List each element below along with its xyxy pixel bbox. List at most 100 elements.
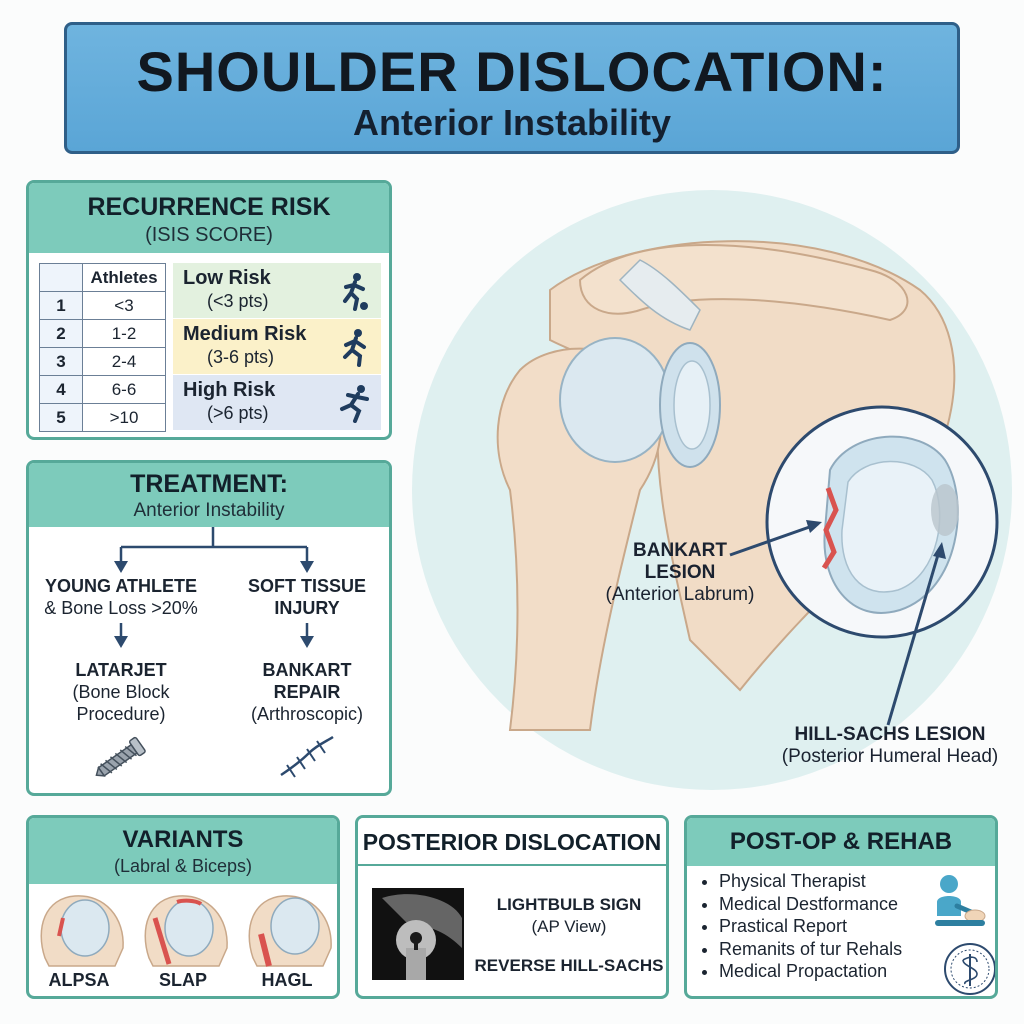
variant-label-hagl: HAGL [261,970,313,990]
repair-label: REPAIR [273,682,341,702]
postop-list: Physical Therapist Medical Destformance … [701,870,902,983]
medium-risk-range: (3-6 pts) [207,347,275,367]
posterior-title: POSTERIOR DISLOCATION [362,829,662,855]
ap-view-label: (AP View) [531,917,607,936]
screw-icon [95,736,146,777]
variants-title: VARIANTS [122,826,244,853]
slap-illustration [144,895,228,967]
bankart-lesion-subtitle: (Anterior Labrum) [605,584,755,605]
soccer-player-icon [343,273,368,311]
reverse-hill-sachs-label: REVERSE HILL-SACHS [474,956,664,975]
table-header-row: Athletes [39,263,166,292]
treatment-flow-arrows [114,527,314,648]
postop-header: POST-OP & REHAB [687,818,995,866]
latarjet-procedure: LATARJET (Bone Block Procedure) [35,659,207,725]
runner-icon [343,329,366,367]
high-risk-range: (>6 pts) [207,403,269,423]
humeral-head [559,337,671,463]
lesion-pointer-arrows [729,520,946,726]
postop-rehab-panel: POST-OP & REHAB Physical Therapist Medic… [684,815,998,999]
table-corner-cell [39,263,83,292]
list-item: Physical Therapist [719,870,902,893]
inset-glenoid-inner [841,460,941,593]
shoulder-anatomy-illustration [412,190,1012,790]
bone-loss-label: & Bone Loss >20% [44,598,198,618]
row-value: 6-6 [82,375,166,404]
row-value: 2-4 [82,347,166,376]
latarjet-label: LATARJET [75,660,167,680]
row-value: <3 [82,291,166,320]
injury-label: INJURY [274,598,340,618]
variants-subtitle: (Labral & Biceps) [113,856,253,876]
hill-sachs-lesion-mark [931,484,959,536]
variants-panel: VARIANTS (Labral & Biceps) ALPSA SLAP HA… [26,815,340,999]
variant-label-slap: SLAP [158,970,207,990]
high-risk-band: High Risk (>6 pts) [173,375,381,430]
soft-tissue-label: SOFT TISSUE [247,576,366,596]
treatment-title: TREATMENT: [130,470,288,498]
medium-risk-band: Medium Risk (3-6 pts) [173,319,381,374]
posterior-header: POSTERIOR DISLOCATION [358,818,666,866]
row-number: 5 [39,403,83,432]
medium-risk-label: Medium Risk [183,323,307,345]
table-row: 5>10 [39,403,166,432]
row-number: 3 [39,347,83,376]
recurrence-risk-title: RECURRENCE RISK [87,193,331,221]
xray-image [372,888,464,980]
treatment-header: TREATMENT: Anterior Instability [29,463,389,527]
table-header-athletes: Athletes [82,263,166,292]
alpsa-illustration [40,895,124,967]
latarjet-desc-1: (Bone Block [72,682,170,702]
list-item: Medical Destformance [719,893,902,916]
hill-sachs-title: HILL-SACHS LESION [794,724,986,745]
hagl-illustration [248,895,332,967]
variant-label-alpsa: ALPSA [48,970,110,990]
bankart-lesion-label: BANKART LESION (Anterior Labrum) [600,540,760,606]
ligament [618,259,701,331]
treatment-subtitle: Anterior Instability [133,500,285,521]
bankart-repair-procedure: BANKART REPAIR (Arthroscopic) [225,659,389,725]
postop-title: POST-OP & REHAB [729,828,953,855]
low-risk-band: Low Risk (<3 pts) [173,263,381,318]
suture-icon [280,735,334,778]
row-number: 2 [39,319,83,348]
arthroscopic-label: (Arthroscopic) [250,704,364,724]
posterior-dislocation-panel: POSTERIOR DISLOCATION LIGHTBULB SIGN (AP… [355,815,669,999]
caduceus-seal-icon [944,943,995,995]
soft-tissue-branch: SOFT TISSUE INJURY [225,575,389,619]
young-athlete-label: YOUNG ATHLETE [45,576,197,596]
recurrence-risk-header: RECURRENCE RISK (ISIS SCORE) [29,183,389,253]
high-risk-label: High Risk [183,379,276,401]
hill-sachs-subtitle: (Posterior Humeral Head) [781,746,999,767]
title-banner: SHOULDER DISLOCATION: Anterior Instabili… [64,22,960,154]
list-item: Prastical Report [719,915,902,938]
bankart-lesion-title-2: LESION [644,562,716,583]
bankart-lesion-mark [821,487,839,570]
lightbulb-sign-label: LIGHTBULB SIGN [496,895,642,914]
therapist-icon [935,875,986,926]
bankart-label: BANKART [262,660,352,680]
list-item: Remanits of tur Rehals [719,938,902,961]
variants-header: VARIANTS (Labral & Biceps) [29,818,337,884]
table-row: 1<3 [39,291,166,320]
row-value: >10 [82,403,166,432]
glenoid-inner [673,360,711,450]
young-athlete-branch: YOUNG ATHLETE & Bone Loss >20% [35,575,207,619]
page-subtitle: Anterior Instability [352,102,672,143]
variant-illustrations [40,895,332,967]
treatment-panel: TREATMENT: Anterior Instability YOUNG AT… [26,460,392,796]
row-number: 1 [39,291,83,320]
page-title: SHOULDER DISLOCATION: [136,40,888,103]
recurrence-risk-panel: RECURRENCE RISK (ISIS SCORE) Athletes 1<… [26,180,392,440]
recurrence-risk-subtitle: (ISIS SCORE) [145,224,273,246]
lightbulb-sign-block: LIGHTBULB SIGN (AP View) [474,894,664,938]
low-risk-range: (<3 pts) [207,291,269,311]
latarjet-desc-2: Procedure) [76,704,166,724]
row-number: 4 [39,375,83,404]
row-value: 1-2 [82,319,166,348]
bankart-lesion-title-1: BANKART [633,540,727,561]
